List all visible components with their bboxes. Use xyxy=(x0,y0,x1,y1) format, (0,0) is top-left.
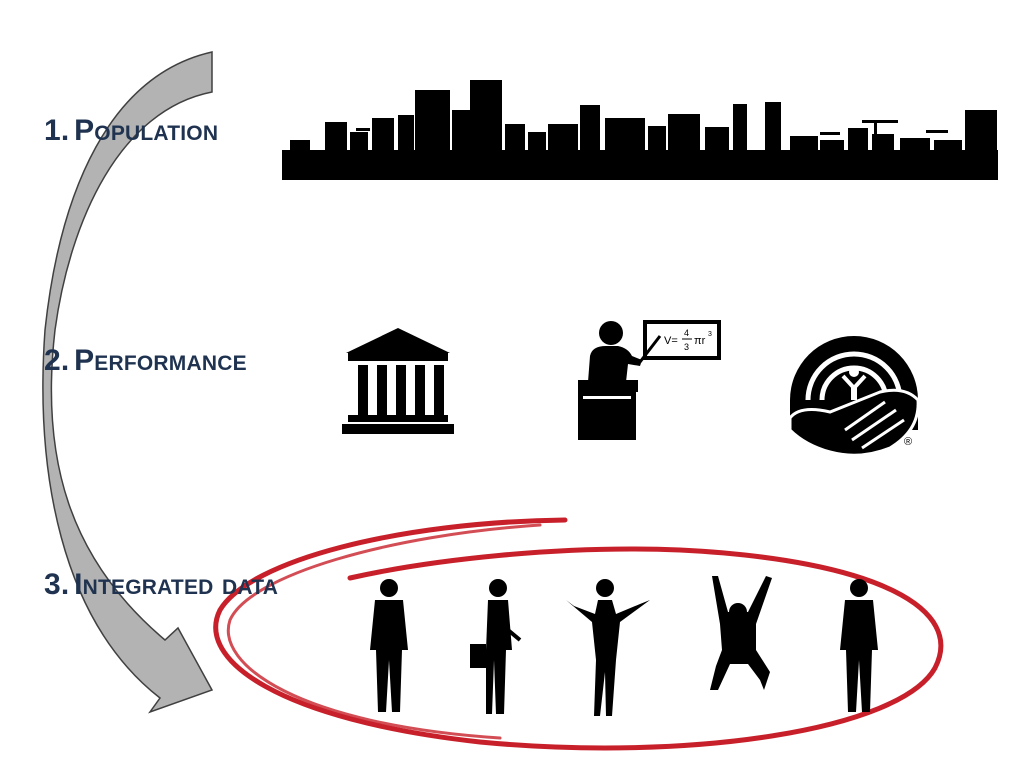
step-3-number: 3. xyxy=(44,568,70,601)
formula-rhs: πr xyxy=(694,335,706,347)
government-building-icon xyxy=(342,328,454,434)
formula-exponent: 3 xyxy=(708,331,712,338)
step-2-label: 2. Performance xyxy=(44,344,247,378)
step-3-text: Integrated data xyxy=(74,568,279,601)
step-1-label: 1. Population xyxy=(44,114,218,148)
highlight-ellipse xyxy=(213,517,944,751)
step-1-number: 1. xyxy=(44,114,70,147)
city-skyline-icon xyxy=(282,80,998,180)
person-jumping-icon xyxy=(710,576,772,690)
people-silhouettes xyxy=(370,576,878,716)
registered-mark: ® xyxy=(904,436,912,448)
step-2-text: Performance xyxy=(74,344,247,377)
step-3-label: 3. Integrated data xyxy=(44,568,278,602)
teacher-icon: V= 4 3 πr 3 xyxy=(578,320,721,440)
united-way-logo-icon: ® xyxy=(788,336,920,457)
step-1-text: Population xyxy=(74,114,219,147)
formula-numerator: 4 xyxy=(684,328,689,338)
formula-lhs: V= xyxy=(664,335,678,347)
person-standing-2-icon xyxy=(840,579,878,712)
curved-arrow-icon xyxy=(42,51,214,714)
person-with-bag-icon xyxy=(470,579,522,714)
step-2-number: 2. xyxy=(44,344,70,377)
person-standing-icon xyxy=(370,579,408,712)
person-shrugging-icon xyxy=(566,579,650,716)
formula-denominator: 3 xyxy=(684,342,689,352)
